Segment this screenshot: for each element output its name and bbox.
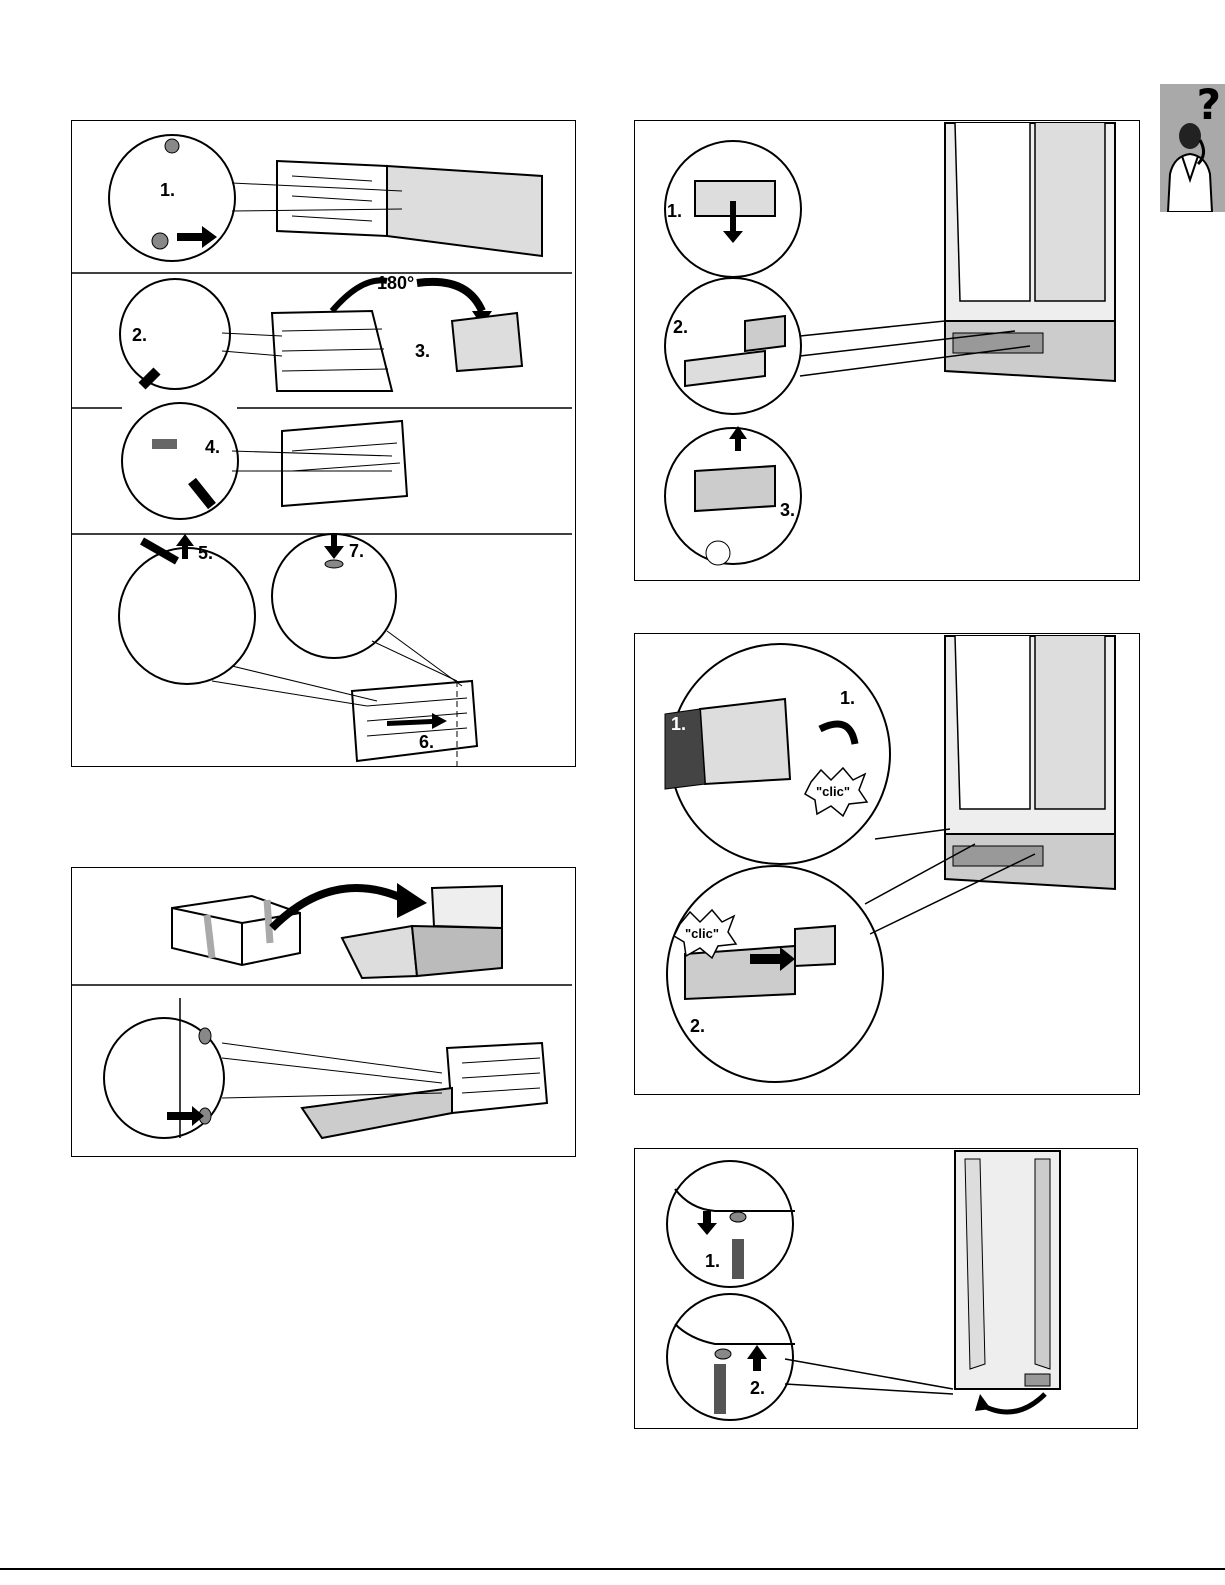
step-label: 2.: [132, 325, 147, 345]
footer-rule: [0, 1568, 1225, 1570]
step-label: 1.: [160, 180, 175, 200]
panel-door-adjustment: 1. 2.: [634, 1148, 1138, 1429]
rotation-angle-label: 180°: [377, 273, 414, 293]
step-label: 6.: [419, 732, 434, 752]
step-label: 2.: [690, 1016, 705, 1036]
bracket-removal-illustration: 1. 2. 3.: [635, 121, 1141, 582]
step-label: 4.: [205, 437, 220, 457]
panel-unpack-and-attach: [71, 867, 576, 1157]
panel-bracket-removal: 1. 2. 3.: [634, 120, 1140, 581]
step-label: 1.: [671, 714, 686, 734]
question-mark-icon: ?: [1197, 80, 1221, 129]
clip-installation-illustration: 1. 1. 2. "clic" "clic": [635, 634, 1141, 1096]
panel-grille-adjustment: 1. 2. 3. 4. 5. 6. 7. 180°: [71, 120, 576, 767]
help-tab: ?: [1160, 84, 1225, 212]
door-adjustment-illustration: 1. 2.: [635, 1149, 1139, 1430]
step-label: 3.: [780, 500, 795, 520]
step-label: 2.: [673, 317, 688, 337]
unpack-and-attach-illustration: [72, 868, 577, 1158]
click-sound-label: "clic": [685, 926, 719, 941]
click-sound-label: "clic": [816, 784, 850, 799]
panel-clip-installation: 1. 1. 2. "clic" "clic": [634, 633, 1140, 1095]
step-label: 3.: [415, 341, 430, 361]
step-label: 1.: [840, 688, 855, 708]
step-label: 1.: [705, 1251, 720, 1271]
step-label: 2.: [750, 1378, 765, 1398]
step-label: 1.: [667, 201, 682, 221]
step-label: 7.: [349, 541, 364, 561]
grille-adjustment-illustration: 1. 2. 3. 4. 5. 6. 7. 180°: [72, 121, 577, 768]
step-label: 5.: [198, 543, 213, 563]
